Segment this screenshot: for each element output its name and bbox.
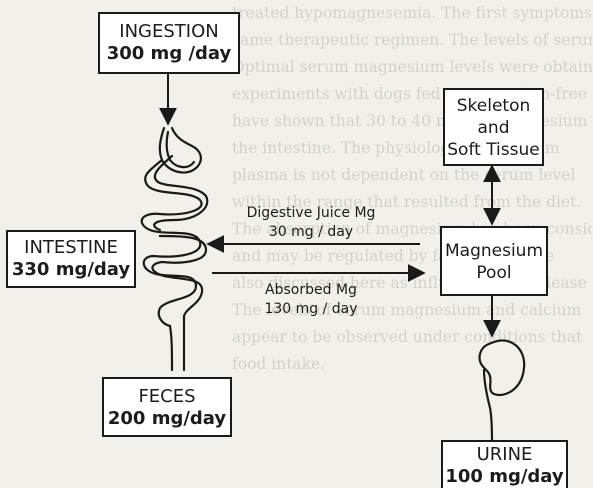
urine-title: URINE (443, 444, 566, 466)
digestive-juice-label: Digestive Juice Mg 30 mg / day (196, 204, 426, 242)
skeleton-box: Skeleton and Soft Tissue (443, 88, 544, 166)
stomach-intestine-icon (142, 128, 208, 370)
soft-tissue-label: Soft Tissue (445, 139, 542, 161)
skeleton-and-label: and (445, 117, 542, 139)
pool-label-line1: Magnesium (442, 240, 546, 262)
feces-value: 200 mg/day (104, 408, 230, 430)
urine-value: 100 mg/day (443, 466, 566, 488)
intestine-box: INTESTINE 330 mg/day (6, 230, 136, 288)
digestive-juice-value: 30 mg / day (196, 223, 426, 242)
absorbed-value: 130 mg / day (196, 300, 426, 319)
magnesium-pool-box: Magnesium Pool (440, 226, 548, 296)
kidney-icon (479, 340, 524, 442)
ingestion-value: 300 mg /day (100, 43, 238, 65)
urine-box: URINE 100 mg/day (441, 440, 568, 488)
absorbed-text: Absorbed Mg (196, 281, 426, 300)
absorbed-label: Absorbed Mg 130 mg / day (196, 281, 426, 319)
feces-box: FECES 200 mg/day (102, 377, 232, 437)
pool-label-line2: Pool (442, 262, 546, 284)
digestive-juice-text: Digestive Juice Mg (196, 204, 426, 223)
intestine-title: INTESTINE (8, 237, 134, 259)
feces-title: FECES (104, 386, 230, 408)
ingestion-title: INGESTION (100, 21, 238, 43)
ingestion-box: INGESTION 300 mg /day (98, 12, 240, 74)
intestine-value: 330 mg/day (8, 259, 134, 281)
skeleton-label: Skeleton (445, 95, 542, 117)
